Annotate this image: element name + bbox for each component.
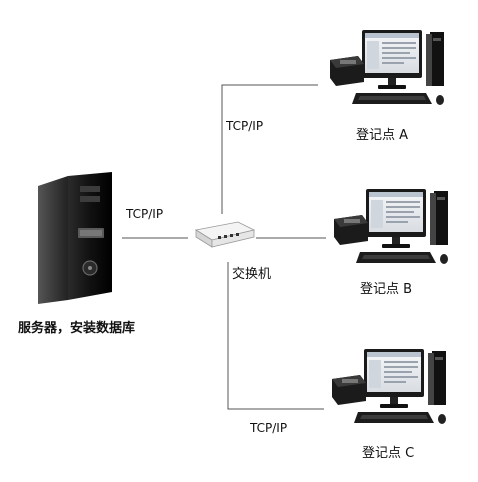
switch-c-line — [227, 262, 324, 410]
server-switch-link-label: TCP/IP — [125, 207, 163, 221]
switch-icon — [194, 221, 256, 248]
server-caption: 服务器，安装数据库 — [18, 320, 135, 336]
switch-c-link-label: TCP/IP — [249, 421, 287, 435]
server-tower-icon — [38, 172, 112, 304]
station-a-label: 登记点 A — [356, 128, 408, 143]
switch-a-link-label: TCP/IP — [225, 119, 263, 133]
workstation-b-icon — [334, 189, 448, 264]
switch-caption: 交换机 — [232, 266, 271, 282]
workstation-a-icon — [330, 30, 444, 105]
switch-a-line — [221, 84, 318, 214]
station-c-label: 登记点 C — [362, 446, 414, 461]
workstation-c-icon — [332, 349, 446, 424]
station-b-label: 登记点 B — [360, 282, 412, 297]
connection-lines — [122, 84, 326, 410]
